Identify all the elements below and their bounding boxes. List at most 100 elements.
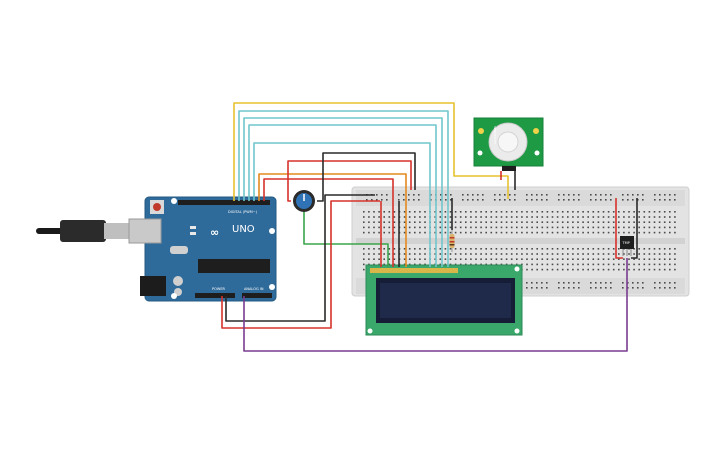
breadboard-hole <box>526 253 528 255</box>
breadboard-hole <box>444 231 447 234</box>
breadboard-hole <box>572 216 574 218</box>
wire-green-pot-wiper[interactable] <box>303 212 389 267</box>
breadboard-hole <box>363 248 365 250</box>
wire-purple-tmp-signal[interactable] <box>243 258 628 352</box>
breadboard-hole <box>505 221 508 223</box>
breadboard-hole <box>450 199 452 201</box>
breadboard-hole <box>546 253 549 255</box>
wire-cyan-lcd-d5[interactable] <box>248 124 437 267</box>
breadboard-hole <box>408 248 411 250</box>
breadboard-hole <box>573 287 575 289</box>
breadboard-hole <box>495 253 498 255</box>
breadboard-hole <box>659 199 661 201</box>
lcd-screen <box>380 283 511 318</box>
wire-red-tmp-vcc[interactable] <box>615 198 623 259</box>
arduino-uno-board[interactable]: ∞ UNO DIGITAL (PWM~) POWER ANALOG IN <box>128 196 277 302</box>
breadboard-hole <box>546 216 549 218</box>
breadboard-hole <box>556 226 559 229</box>
breadboard-hole <box>419 263 421 266</box>
wire-black-tmp-gnd[interactable] <box>631 198 638 259</box>
breadboard-hole <box>516 263 518 266</box>
breadboard-hole <box>490 248 493 250</box>
analog-header[interactable] <box>242 293 272 298</box>
breadboard-hole <box>541 199 543 201</box>
breadboard-hole <box>643 226 646 229</box>
breadboard-hole <box>531 199 533 201</box>
breadboard-hole <box>659 194 661 196</box>
breadboard-hole <box>573 199 575 201</box>
breadboard-hole <box>597 268 600 271</box>
pir-delay-pot[interactable] <box>533 128 539 134</box>
breadboard-hole <box>495 226 498 229</box>
breadboard-hole <box>633 231 635 234</box>
power-header[interactable] <box>195 293 235 298</box>
lcd-16x2-display[interactable] <box>365 264 523 336</box>
breadboard-hole <box>499 199 501 201</box>
breadboard-hole <box>612 258 615 260</box>
breadboard-hole <box>572 248 574 250</box>
breadboard-hole <box>618 268 620 271</box>
breadboard-hole <box>600 194 602 196</box>
wire-red-pot-vcc[interactable] <box>287 160 412 202</box>
breadboard-hole <box>462 199 464 201</box>
wire-cyan-lcd-d6[interactable] <box>243 117 443 267</box>
potentiometer[interactable] <box>293 190 315 212</box>
breadboard-hole <box>450 194 452 196</box>
pir-motion-sensor[interactable]: SENSITIVITY TIME DELAY <box>473 117 549 171</box>
breadboard-hole <box>638 253 640 255</box>
mounting-hole <box>269 284 275 290</box>
breadboard-hole <box>654 287 656 289</box>
breadboard-hole <box>558 194 560 196</box>
wire-black-pot-gnd[interactable] <box>317 152 416 202</box>
breadboard-hole <box>592 258 595 260</box>
breadboard-hole <box>531 263 533 266</box>
breadboard-hole <box>637 287 639 289</box>
breadboard-hole <box>602 231 605 234</box>
breadboard-hole <box>378 253 380 255</box>
breadboard-hole <box>419 221 421 223</box>
breadboard-hole <box>659 282 661 284</box>
breadboard-hole <box>424 231 426 234</box>
wire-orange-lcd-enable[interactable] <box>258 173 407 267</box>
breadboard-hole <box>567 221 569 223</box>
breadboard-hole <box>363 221 365 223</box>
breadboard-hole <box>439 226 442 229</box>
breadboard-hole <box>595 287 597 289</box>
breadboard-hole <box>623 253 625 255</box>
breadboard-hole <box>454 248 457 250</box>
breadboard-hole <box>587 253 589 255</box>
breadboard-hole <box>536 263 538 266</box>
breadboard-hole <box>454 253 457 255</box>
pir-sensitivity-pot[interactable] <box>478 128 484 134</box>
breadboard-hole <box>439 211 442 213</box>
resistor-band <box>449 241 455 243</box>
breadboard-hole <box>582 231 584 234</box>
digital-header[interactable] <box>178 200 270 205</box>
pir-time-delay-label: TIME DELAY <box>545 125 549 144</box>
resistor[interactable] <box>449 230 455 252</box>
breadboard-hole <box>516 258 518 260</box>
wire-red-lcd-rs[interactable] <box>263 178 394 267</box>
breadboard-hole <box>470 231 472 234</box>
breadboard-hole <box>551 248 554 250</box>
wire-black-gnd[interactable] <box>225 194 375 322</box>
breadboard-hole <box>383 211 385 213</box>
breadboard-hole <box>536 282 538 284</box>
wire-yellow-pir-signal[interactable] <box>233 102 509 201</box>
breadboard-hole <box>449 231 452 234</box>
breadboard-hole <box>658 221 661 223</box>
wire-red-5v[interactable] <box>221 200 380 329</box>
breadboard-hole <box>663 221 666 223</box>
breadboard-hole <box>618 263 620 266</box>
breadboard-hole <box>368 263 370 266</box>
wire-cyan-lcd-d4[interactable] <box>253 142 431 267</box>
tmp36-temperature-sensor[interactable]: TMP <box>620 236 634 256</box>
breadboard-hole <box>622 287 624 289</box>
breadboard-hole <box>373 263 375 266</box>
breadboard-hole <box>459 231 462 234</box>
breadboard-hole <box>674 258 676 260</box>
breadboard-hole <box>633 211 635 213</box>
reset-button[interactable] <box>153 203 161 211</box>
breadboard-hole <box>439 258 442 260</box>
wire-cyan-lcd-d7[interactable] <box>238 110 449 267</box>
